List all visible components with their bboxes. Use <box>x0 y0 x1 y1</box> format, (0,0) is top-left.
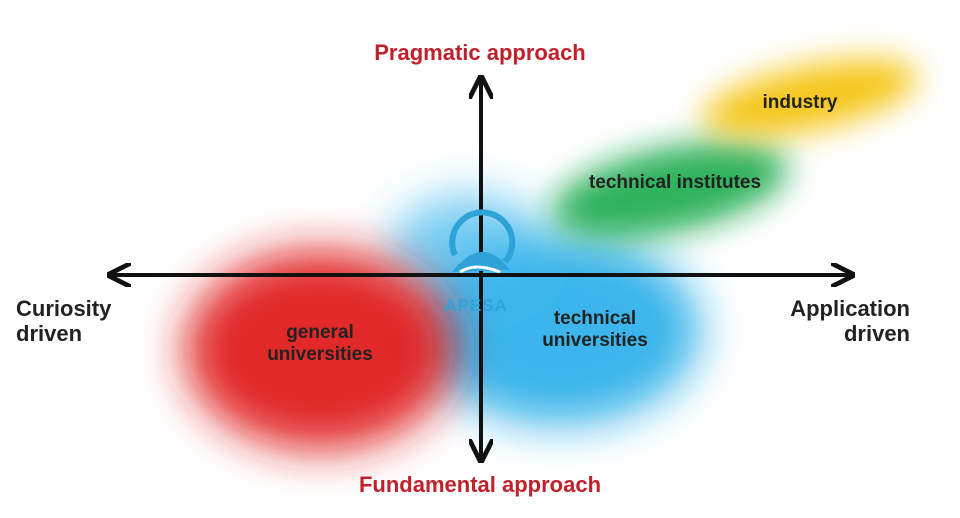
apesa-logo-text: APESA <box>444 296 508 315</box>
industry-label-line1: industry <box>762 92 838 113</box>
general-universities-region <box>185 250 455 450</box>
industry-region <box>702 59 918 137</box>
general-universities-label-line1: general <box>286 322 354 343</box>
technical-institutes-region <box>552 141 788 239</box>
technical-institutes-label-line1: technical institutes <box>588 172 762 193</box>
general-universities-label-line2: universities <box>267 343 373 365</box>
technical-universities-label: technical universities <box>520 308 670 352</box>
general-universities-label: general universities <box>245 322 395 366</box>
bottom-axis-label: Fundamental approach <box>358 472 602 497</box>
apesa-logo-icon <box>449 209 516 274</box>
right-axis-label-line1: Application <box>790 296 910 321</box>
left-axis-label: Curiosity driven <box>16 296 136 347</box>
right-axis-label-line2: driven <box>843 321 910 347</box>
left-axis-label-line2: driven <box>16 321 83 347</box>
technical-institutes-label: technical institutes <box>560 172 790 194</box>
industry-label: industry <box>740 92 860 114</box>
technical-universities-label-line1: technical <box>553 308 637 329</box>
left-axis-label-line1: Curiosity <box>16 296 112 321</box>
top-axis-label: Pragmatic approach <box>374 40 586 65</box>
right-axis-label: Application driven <box>770 296 910 347</box>
technical-universities-label-line2: universities <box>542 329 648 351</box>
